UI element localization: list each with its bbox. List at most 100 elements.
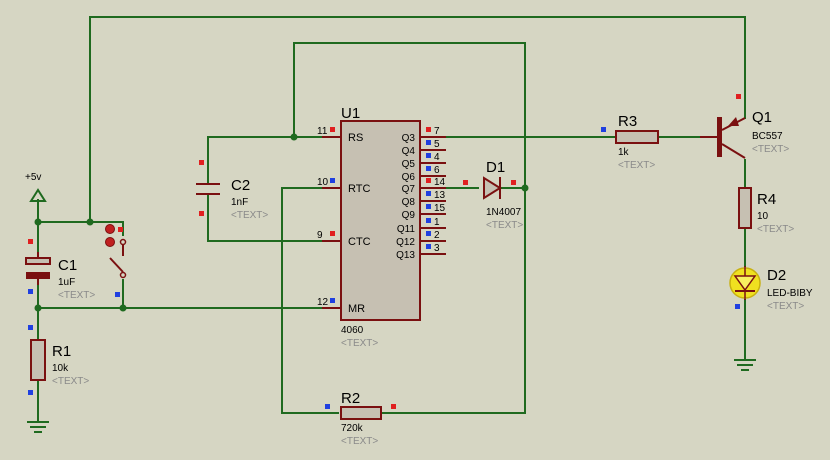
r4-ref: R4 <box>757 191 776 208</box>
junction <box>119 304 127 312</box>
resistor-r3[interactable]: R3 1k <TEXT> <box>601 113 659 171</box>
u1-pin-number: 3 <box>434 243 440 254</box>
ground-d2 <box>734 359 756 371</box>
u1-pin-q3[interactable]: 7Q3 <box>402 126 446 144</box>
wire-rs <box>207 136 323 183</box>
u1-pin-name: RS <box>348 132 363 144</box>
r2-ref: R2 <box>341 390 360 407</box>
wires <box>37 16 746 423</box>
u1-pin-number: 11 <box>317 126 328 137</box>
u1-pin-name: Q12 <box>396 237 415 248</box>
junction <box>290 133 298 141</box>
led-d2[interactable]: D2 LED-BIBY <TEXT> <box>729 266 813 312</box>
resistor-r1[interactable]: R1 10k <TEXT> <box>28 325 89 395</box>
u1-pin-number: 13 <box>434 190 446 201</box>
r3-value: 1k <box>618 147 630 158</box>
junction <box>86 218 94 226</box>
d2-ref: D2 <box>767 267 786 284</box>
c2-text: <TEXT> <box>231 210 268 221</box>
c2-ref: C2 <box>231 177 250 194</box>
u1-pin-number: 9 <box>317 230 323 241</box>
u1-pin-name: Q9 <box>402 210 416 221</box>
u1-pin-q4[interactable]: 5Q4 <box>402 139 446 157</box>
u1-pin-number: 1 <box>434 217 440 228</box>
u1-pin-number: 15 <box>434 203 446 214</box>
c1-text: <TEXT> <box>58 290 95 301</box>
u1-pin-q6[interactable]: 6Q6 <box>402 165 446 183</box>
u1-pin-number: 5 <box>434 139 440 150</box>
u1-pin-number: 7 <box>434 126 440 137</box>
u1-text: <TEXT> <box>341 338 378 349</box>
r1-value: 10k <box>52 363 69 374</box>
c2-value: 1nF <box>231 197 248 208</box>
u1-pin-number: 2 <box>434 230 440 241</box>
u1-pin-number: 4 <box>434 152 440 163</box>
u1-ref: U1 <box>341 105 360 122</box>
q1-text: <TEXT> <box>752 144 789 155</box>
r3-text: <TEXT> <box>618 160 655 171</box>
r3-ref: R3 <box>618 113 637 130</box>
capacitor-c1[interactable]: C1 1uF <TEXT> <box>25 239 95 301</box>
u1-pin-name: Q11 <box>397 224 416 235</box>
r1-ref: R1 <box>52 343 71 360</box>
junction <box>34 304 42 312</box>
capacitor-c2[interactable]: C2 1nF <TEXT> <box>196 160 268 221</box>
push-switch[interactable] <box>105 224 127 298</box>
r1-text: <TEXT> <box>52 376 89 387</box>
u1-pin-number: 14 <box>434 177 446 188</box>
u1-pin-name: Q7 <box>402 184 416 195</box>
wire-rs-loop <box>293 42 526 189</box>
d1-ref: D1 <box>486 159 505 176</box>
u1-pin-name: Q5 <box>402 159 416 170</box>
power-label: +5v <box>25 172 41 183</box>
resistor-r4[interactable]: R4 10 <TEXT> <box>738 187 794 235</box>
u1-pin-name: Q8 <box>402 197 416 208</box>
r4-value: 10 <box>757 211 769 222</box>
d2-text: <TEXT> <box>767 301 804 312</box>
r2-text: <TEXT> <box>341 436 378 447</box>
diode-d1[interactable]: D1 1N4007 <TEXT> <box>463 159 523 231</box>
d1-value: 1N4007 <box>486 207 521 218</box>
d1-text: <TEXT> <box>486 220 523 231</box>
u1-pin-name: Q4 <box>402 146 416 157</box>
junction <box>34 218 42 226</box>
u1-pin-name: Q3 <box>402 133 416 144</box>
q1-ref: Q1 <box>752 109 772 126</box>
u1-value: 4060 <box>341 325 364 336</box>
transistor-q1[interactable]: Q1 BC557 <TEXT> <box>700 94 789 159</box>
u1-pin-q5[interactable]: 4Q5 <box>402 152 446 170</box>
u1-pin-name: Q6 <box>402 172 416 183</box>
u1-pin-name: Q13 <box>396 250 415 261</box>
resistor-r2[interactable]: R2 720k <TEXT> <box>325 390 396 447</box>
wire-top-rail <box>89 16 746 223</box>
ground-r1 <box>27 421 49 433</box>
junctions <box>34 133 529 312</box>
wire-rtc <box>281 187 339 414</box>
r4-text: <TEXT> <box>757 224 794 235</box>
q1-value: BC557 <box>752 131 783 142</box>
c1-value: 1uF <box>58 277 75 288</box>
junction <box>521 184 529 192</box>
r2-value: 720k <box>341 423 364 434</box>
u1-pin-name: CTC <box>348 236 371 248</box>
power-terminal[interactable]: +5v <box>25 172 47 202</box>
u1-pin-name: RTC <box>348 183 370 195</box>
d2-value: LED-BIBY <box>767 288 813 299</box>
wire-ctc <box>207 195 323 242</box>
u1-pin-number: 12 <box>317 297 329 308</box>
c1-ref: C1 <box>58 257 77 274</box>
u1-pin-number: 6 <box>434 165 440 176</box>
